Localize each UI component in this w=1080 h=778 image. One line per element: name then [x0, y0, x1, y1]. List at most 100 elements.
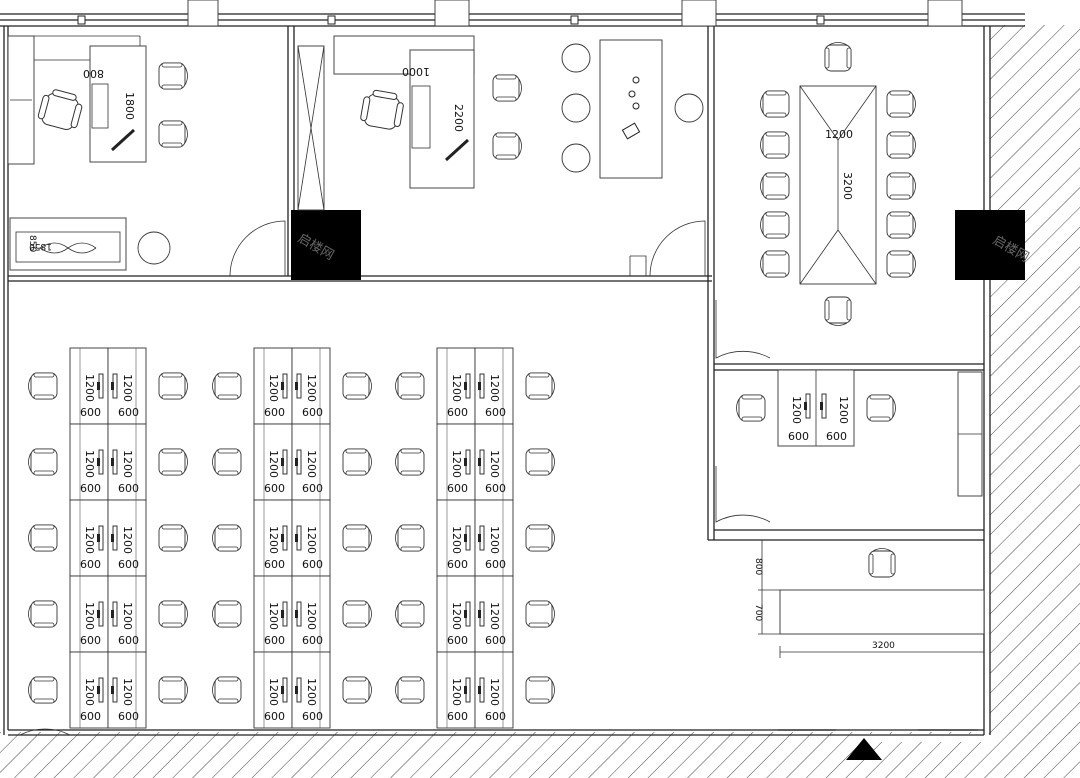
chair — [395, 448, 425, 476]
workstation-width-label: 600 — [80, 558, 101, 571]
workstation-width-label: 600 — [485, 482, 506, 495]
meeting-table-width: 1200 — [825, 128, 853, 141]
chair — [28, 600, 58, 628]
office-b-desk-length: 2200 — [452, 104, 465, 132]
chair — [158, 524, 188, 552]
chair — [342, 600, 372, 628]
workstation-width-label: 600 — [80, 634, 101, 647]
office-b-desk-width: 1000 — [402, 65, 430, 78]
workstation-width-label: 600 — [485, 558, 506, 571]
workstation-depth-label: 1200 — [305, 602, 318, 630]
workstation-depth-label: 1200 — [305, 678, 318, 706]
workstation-width-label: 600 — [264, 558, 285, 571]
chair — [525, 676, 555, 704]
workstation-depth-label: 1200 — [267, 526, 280, 554]
workstation-width-label: 600 — [302, 634, 323, 647]
workstation-width-label: 600 — [118, 634, 139, 647]
workstation-width-label: 600 — [447, 634, 468, 647]
chair — [342, 676, 372, 704]
reception-dim-800: 800 — [753, 558, 763, 575]
workstation-depth-label: 1200 — [305, 450, 318, 478]
workstation-depth-label: 1200 — [488, 526, 501, 554]
chair — [395, 372, 425, 400]
workstation-width-label: 600 — [80, 710, 101, 723]
chair — [28, 372, 58, 400]
chair — [525, 600, 555, 628]
workstation-width-label: 600 — [118, 710, 139, 723]
chair — [212, 600, 242, 628]
workstation-depth-label: 1200 — [83, 526, 96, 554]
workstation-depth-label: 1200 — [121, 678, 134, 706]
workstation-width-label: 600 — [118, 558, 139, 571]
chair — [342, 524, 372, 552]
workstation-width-label: 600 — [447, 558, 468, 571]
workstation-width-label: 600 — [118, 406, 139, 419]
workstation-width-label: 600 — [302, 482, 323, 495]
meeting-room: 1200 3200 — [760, 42, 916, 326]
chair — [395, 676, 425, 704]
workstation-depth-label: 1200 — [305, 526, 318, 554]
workstation-width-label: 600 — [264, 710, 285, 723]
workstation-depth-label: 1200 — [121, 602, 134, 630]
wall-hatch-right — [990, 25, 1080, 733]
workstation-width-label: 600 — [80, 406, 101, 419]
chair — [158, 372, 188, 400]
workstation-width-label: 600 — [485, 710, 506, 723]
reception-dim-3200: 3200 — [872, 641, 895, 651]
chair — [525, 448, 555, 476]
workstation-depth-label: 1200 — [305, 374, 318, 402]
workstation-width-label: 600 — [485, 634, 506, 647]
workstation-depth-label: 1200 — [450, 526, 463, 554]
small-office: 1200 1200 600 600 — [736, 369, 983, 497]
chair — [28, 524, 58, 552]
workstation-depth-label: 1200 — [267, 374, 280, 402]
entrance — [778, 729, 978, 760]
chair — [212, 676, 242, 704]
chair — [342, 372, 372, 400]
chair — [28, 448, 58, 476]
workstation-depth-label: 1200 — [488, 678, 501, 706]
small-office-depth-left: 1200 — [790, 396, 803, 424]
small-office-width-left: 600 — [788, 430, 809, 443]
office-b: 1000 2200 — [297, 35, 704, 211]
chair — [212, 448, 242, 476]
top-wall — [0, 0, 1025, 27]
workstation-depth-label: 1200 — [121, 374, 134, 402]
workstation-depth-label: 1200 — [267, 450, 280, 478]
workstation-depth-label: 1200 — [450, 450, 463, 478]
meeting-table-length: 3200 — [841, 172, 854, 200]
chair — [395, 524, 425, 552]
workstation-width-label: 600 — [485, 406, 506, 419]
workstation-width-label: 600 — [264, 406, 285, 419]
workstation-depth-label: 1200 — [450, 602, 463, 630]
chair — [212, 524, 242, 552]
reception-dim-700: 700 — [753, 604, 763, 621]
workstation-depth-label: 1200 — [450, 678, 463, 706]
chair — [212, 372, 242, 400]
office-a: 800 1800 1850 850 — [7, 35, 188, 271]
workstation-depth-label: 1200 — [267, 678, 280, 706]
workstation-depth-label: 1200 — [83, 450, 96, 478]
workstation-width-label: 600 — [264, 634, 285, 647]
chair — [395, 600, 425, 628]
chair — [28, 676, 58, 704]
workstation-depth-label: 1200 — [83, 374, 96, 402]
office-a-sofa-depth: 850 — [27, 235, 37, 252]
workstation-depth-label: 1200 — [450, 374, 463, 402]
office-a-sofa-length: 1850 — [29, 241, 52, 251]
workstation-depth-label: 1200 — [83, 602, 96, 630]
workstation-pair: 1200 1200 600 600 — [212, 347, 372, 425]
workstation-depth-label: 1200 — [267, 602, 280, 630]
workstation-width-label: 600 — [302, 406, 323, 419]
chair — [525, 524, 555, 552]
chair — [525, 372, 555, 400]
workstation-depth-label: 1200 — [488, 374, 501, 402]
